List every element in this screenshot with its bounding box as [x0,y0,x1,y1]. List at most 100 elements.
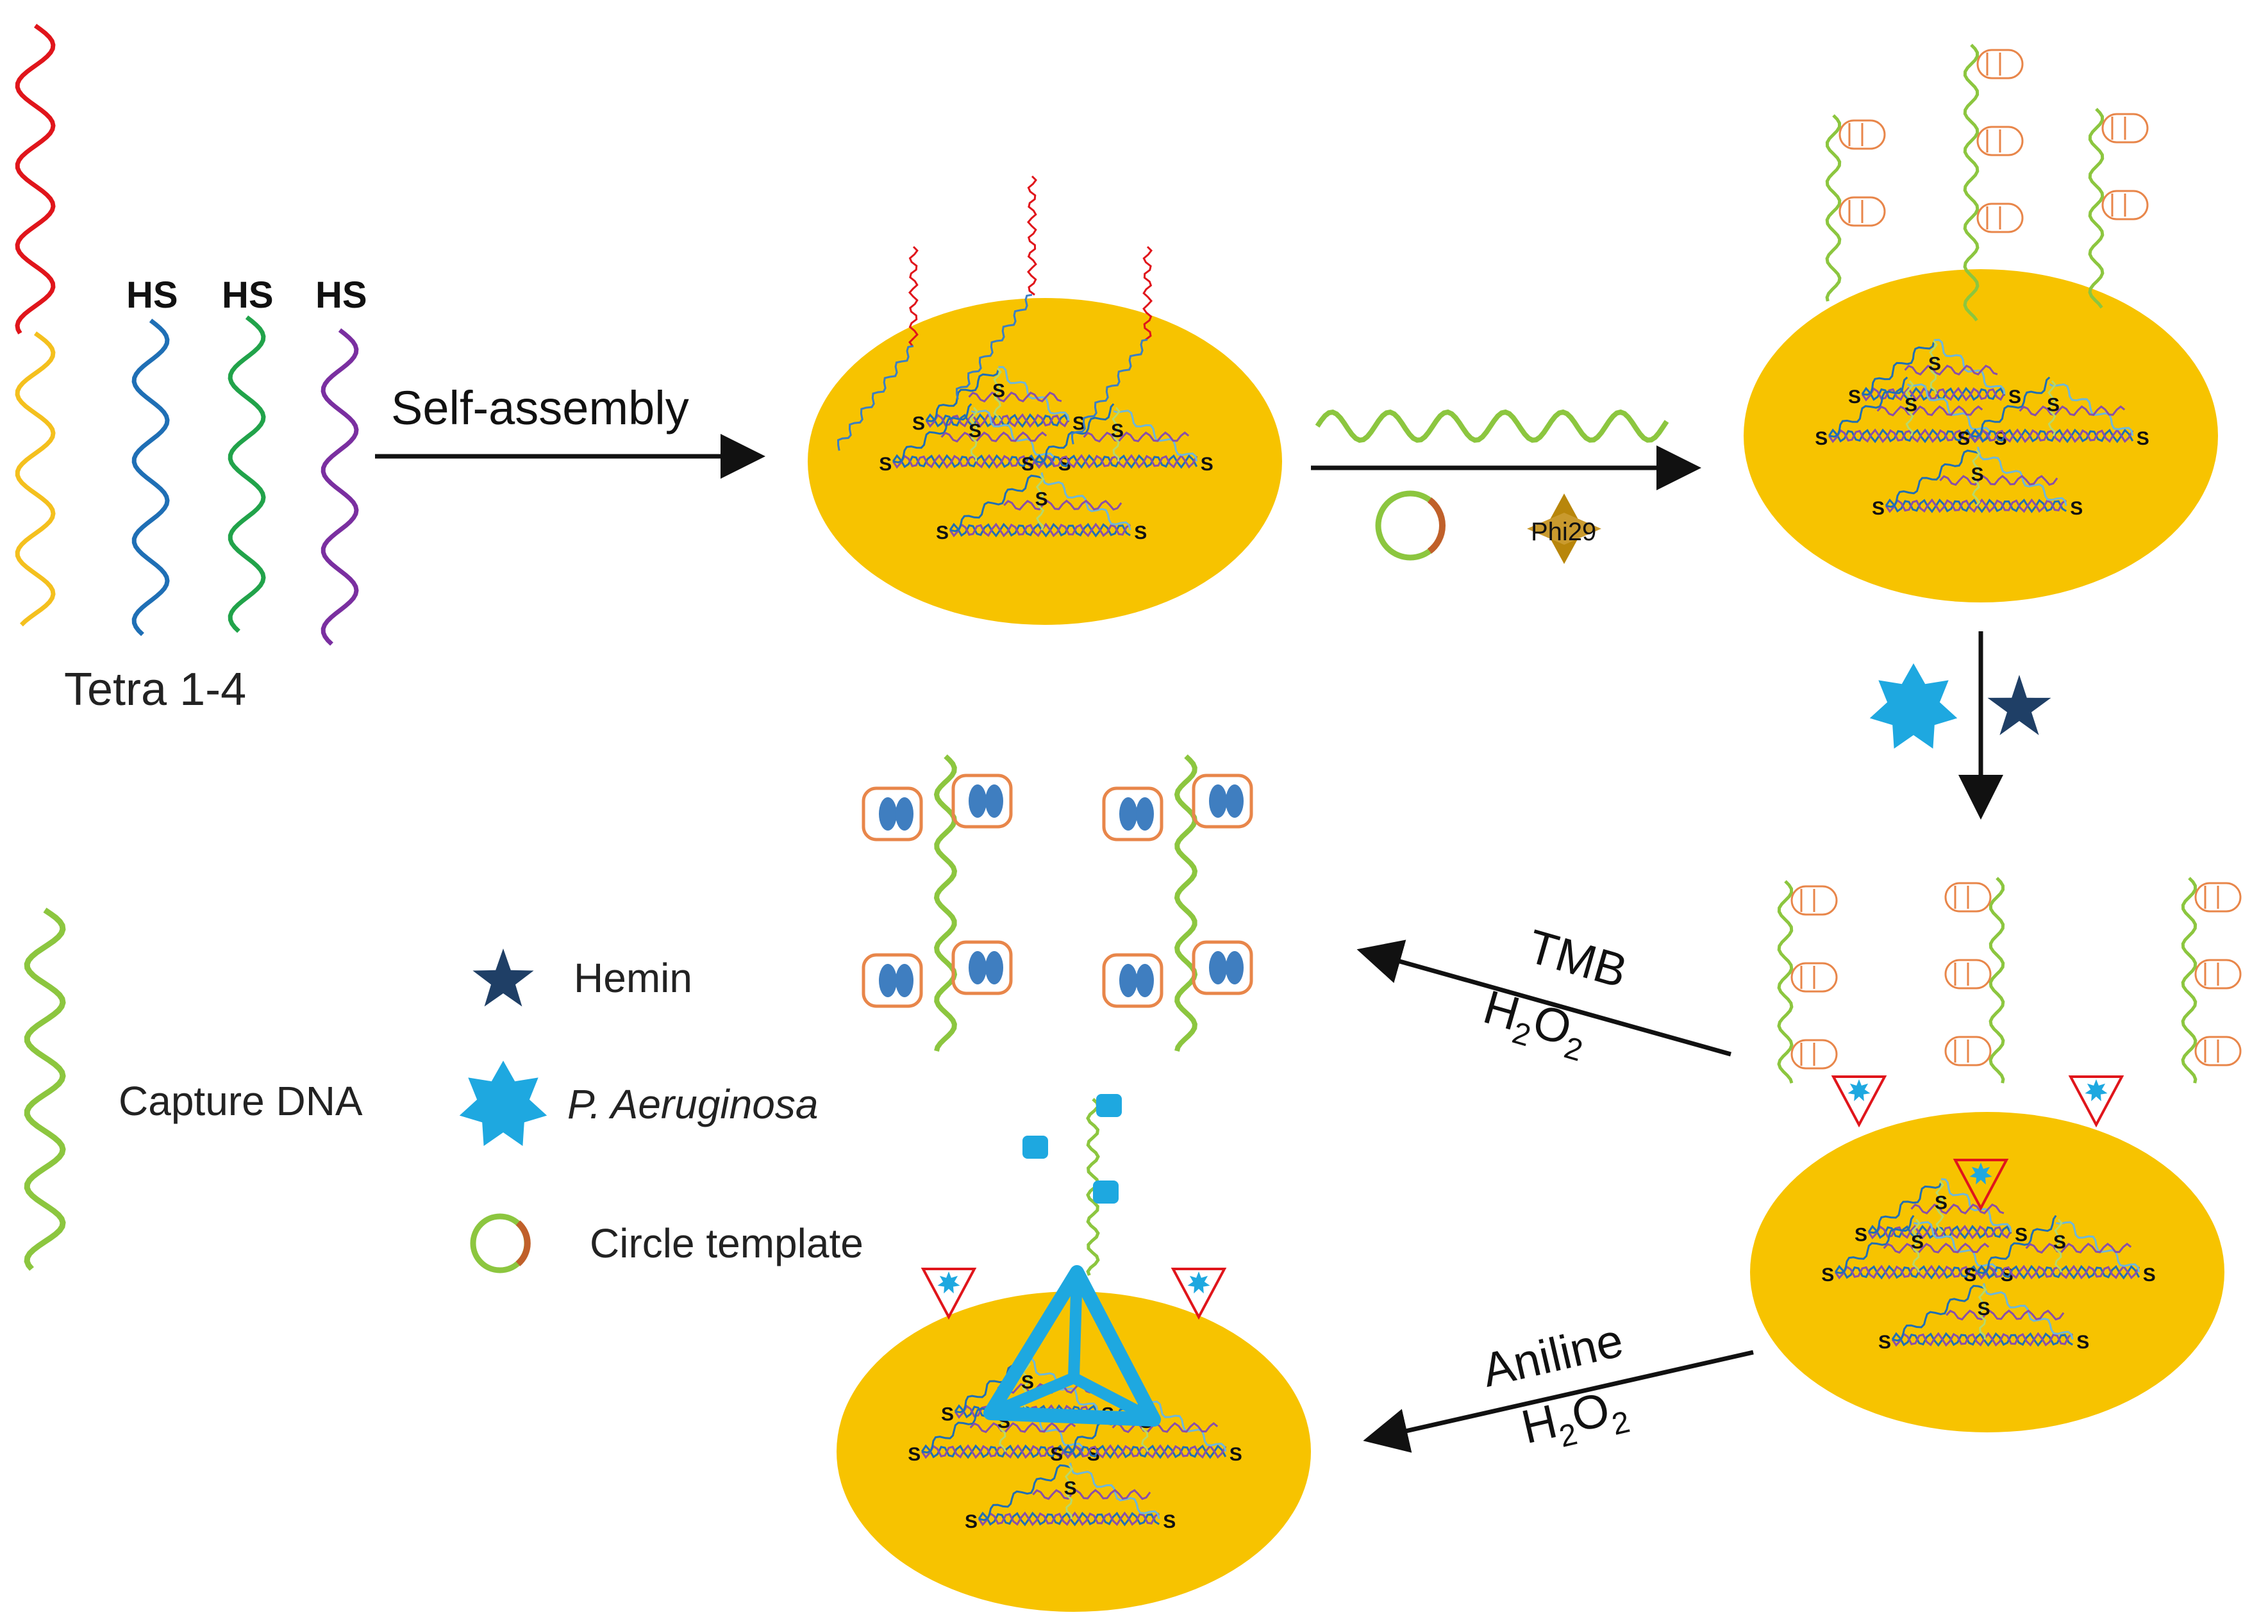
g-quadruplex-hairpin [1790,885,1838,916]
strand-segment-blue [131,319,170,636]
helix-edge [1885,449,1978,508]
tetra-strands: HS HS HS Tetra 1-4 [15,24,367,715]
probe-tail [908,245,919,347]
strand-segment-yellow [15,331,56,627]
helix-edge [1971,376,2051,438]
hemin-complex [1209,951,1227,984]
helix-base-strand [1834,1264,1998,1280]
polyaniline-deposit [1096,1094,1122,1117]
hemin-complex [985,784,1003,818]
polyaniline-edge [988,1272,1157,1425]
thiol-s-label: S [1111,420,1124,442]
thiol-s-label: S [965,1511,978,1532]
bound-pathogen-icon [1847,1079,1871,1102]
thiol-s-label: S [1935,1193,1947,1214]
thiol-s-label: S [1050,1444,1063,1465]
helix-base-strand [1885,498,2067,513]
strand-tetra1 [15,24,56,627]
helix-edge [1862,341,1935,396]
helix-base-strand [1861,386,2006,402]
helix-edge [1940,1178,2012,1232]
tmb-step: TMB H2O2 [1356,919,1731,1068]
hemin-complex [879,797,897,831]
hemin-legend-icon [472,949,534,1007]
aptamer-loop [1171,1268,1227,1320]
helix-inner [1883,1242,1990,1254]
legend-circle-label: Circle template [590,1220,863,1266]
helix-edge [1828,376,1908,438]
thiol-s-label: S [2047,394,2060,415]
helix-base-strand [1828,428,1992,443]
probe-tail [1142,245,1153,341]
helix-inner [1083,431,1190,443]
strand-tetra3 [228,315,266,633]
helix-vertical [969,406,978,462]
g-quadruplex-hairpin [1976,203,2024,233]
thiol-s-label: S [992,381,1005,402]
thiol-s-label: S [1964,1264,1976,1286]
hemin-complex [969,784,987,818]
self-assembly-label: Self-assembly [391,381,689,435]
thiol-s-label: S [1878,1332,1891,1353]
helix-inner [1946,1309,2065,1321]
aniline-arrow [1363,1350,1754,1453]
capture-dna-strand [1174,754,1198,1052]
helix-base-strand [921,1444,1085,1459]
rca-strand [2088,108,2105,309]
rca-strand [1777,880,1794,1084]
g-quadruplex-hairpin [1976,126,2024,156]
g-quadruplex-hairpin [1102,953,1163,1008]
strand-tetra2 [131,319,170,636]
helix-inner [1032,1489,1151,1500]
helix-inner [969,1421,1076,1434]
g-quadruplex-hairpin [862,786,923,841]
probe-tail [1027,175,1037,296]
helix-inner [1003,499,1122,511]
g-quadruplex-hairpin [1790,1039,1838,1070]
thiol-s-label: S [1928,354,1941,375]
bound-pathogen-icon [2085,1079,2108,1102]
hemin-complex [896,797,913,831]
g-quadruplex-hairpin [1944,1036,1992,1066]
helix-base-strand [1034,454,1198,469]
helix-edge [1113,410,1198,462]
rca-strand [1963,44,1980,322]
g-quadruplex-hairpin [1944,959,1992,990]
helix-inner [1939,474,2058,486]
tetra-caption: Tetra 1-4 [64,664,246,715]
helix-vertical [1035,474,1045,531]
g-quadruplex-hairpin [1102,786,1163,841]
thiol-s-label: S [2137,428,2149,449]
thiol-s-label: S [879,454,892,475]
g-quadruplex-hairpin [2194,1036,2242,1066]
legend-hemin-label: Hemin [574,955,692,1001]
helix-base-strand [1970,428,2134,443]
helix-inner [940,431,1047,443]
tmb-arrow [1356,940,1731,1057]
probe-link [1071,338,1148,445]
thiol-s-label: S [1872,498,1885,519]
thiol-s-label: S [1848,386,1861,408]
circle-template-icon [1375,490,1446,561]
aptamer-loop [1831,1075,1887,1128]
thiol-s-label: S [2070,498,2083,519]
helix-base-strand [925,413,1070,428]
probe-link [837,345,914,451]
thiol-s-label: S [2053,1232,2066,1253]
thiol-s-label: S [1064,1478,1077,1499]
polyaniline-deposit [1093,1181,1119,1204]
helix-base-strand [1891,1332,2073,1347]
self-assembly-step: Self-assembly [375,381,765,479]
helix-inner [1904,364,1998,376]
helix-vertical [1978,1285,1987,1340]
thiol-s-label: S [1821,1264,1834,1286]
thiol-s-label: S [1957,428,1970,449]
helix-base-strand [949,522,1131,538]
probe-link [955,294,1033,400]
capture-dna-legend-icon [24,907,66,1271]
strand-tetra4 [321,328,359,646]
helix-inner [1910,1203,2005,1214]
